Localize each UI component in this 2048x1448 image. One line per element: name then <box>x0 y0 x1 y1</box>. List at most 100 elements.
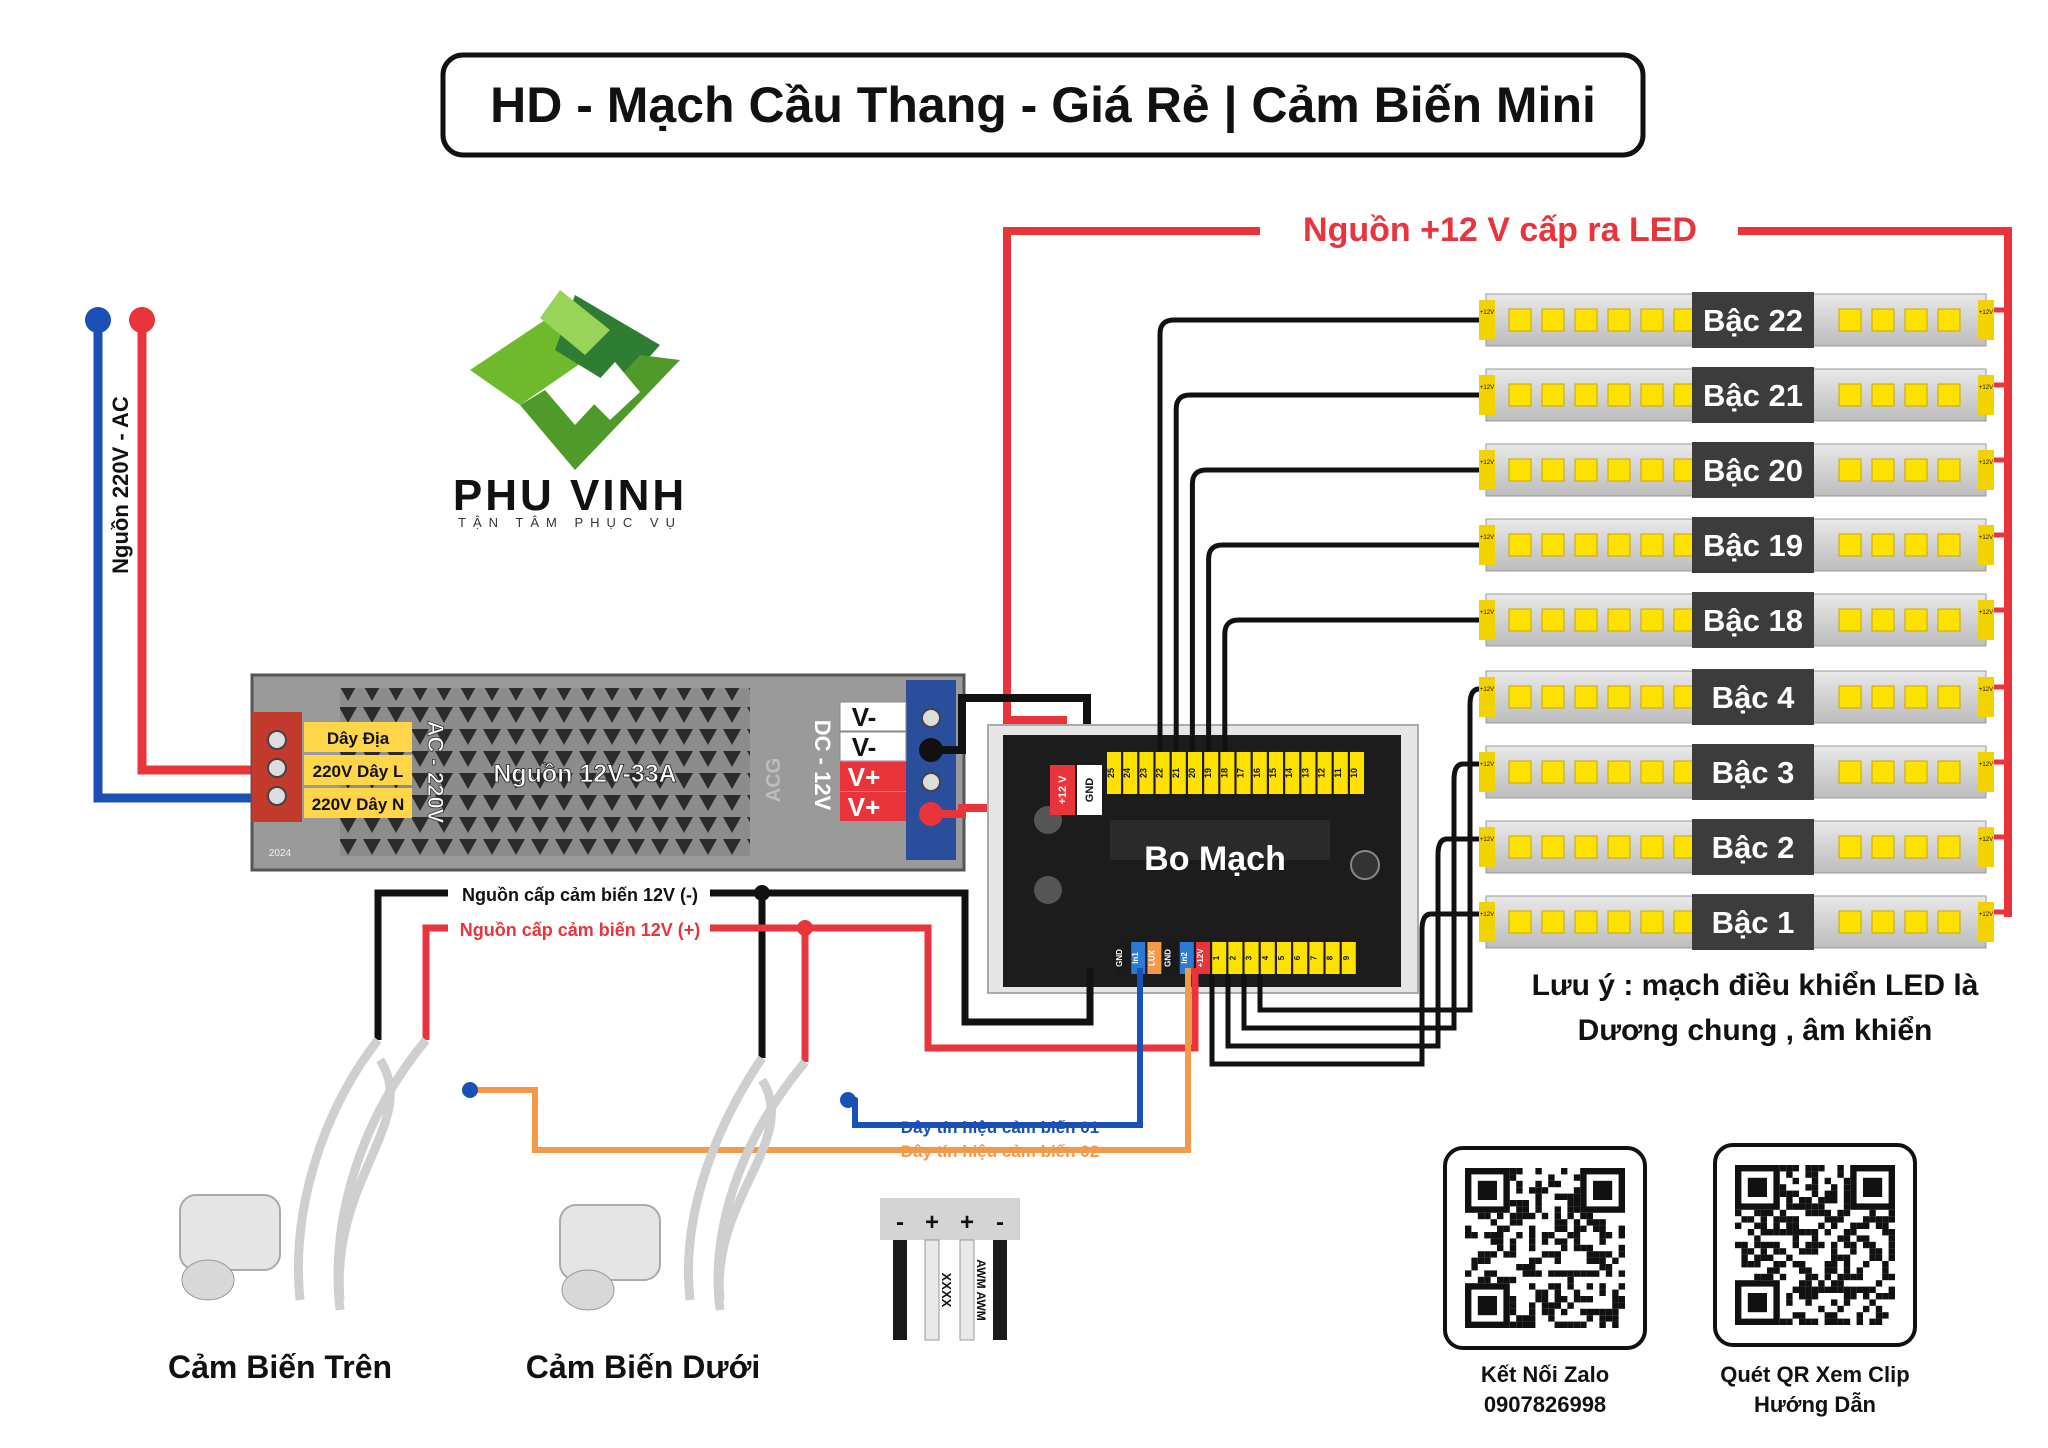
qr-module <box>1792 1286 1799 1293</box>
qr-module <box>1548 1315 1555 1322</box>
qr-module <box>1567 1200 1574 1207</box>
strip-pad-label: +12V <box>1480 535 1494 541</box>
qr-module <box>1786 1197 1793 1204</box>
board-top-pin <box>1123 752 1138 794</box>
qr-module <box>1818 1286 1825 1293</box>
board-bottom-pin <box>1293 942 1308 974</box>
qr-module <box>1735 1222 1742 1229</box>
led-chip <box>1508 308 1532 332</box>
qr-module <box>1786 1254 1793 1261</box>
qr-module <box>1843 1318 1851 1325</box>
qr-module <box>1567 1212 1574 1220</box>
led-chip <box>1871 458 1895 482</box>
qr-module <box>1573 1206 1581 1213</box>
qr-module <box>1561 1225 1568 1232</box>
step-label-bg <box>1692 669 1814 725</box>
qr-module <box>1779 1318 1787 1325</box>
board-top-pin <box>1155 752 1170 794</box>
qr-module <box>1792 1190 1799 1197</box>
qr-module <box>1586 1219 1593 1226</box>
qr-module <box>1824 1209 1831 1217</box>
qr-module <box>1863 1261 1870 1268</box>
qr-module <box>1580 1212 1587 1220</box>
qr-module <box>1509 1219 1517 1226</box>
psu-input-neutral <box>304 788 412 818</box>
board-bottom-pin <box>1212 942 1227 974</box>
led-chip <box>1871 910 1895 934</box>
qr-module <box>1516 1264 1523 1271</box>
psu-out-pos-2 <box>840 792 906 821</box>
qr-module <box>1554 1212 1561 1220</box>
qr-module <box>1856 1235 1863 1242</box>
qr-module <box>1843 1235 1851 1242</box>
qr-module <box>1465 1270 1472 1277</box>
step-control-wire <box>1189 467 1479 752</box>
qr-module <box>1580 1225 1587 1232</box>
qr-module <box>1535 1180 1542 1188</box>
qr-module <box>1850 1286 1857 1293</box>
qr-module <box>1567 1232 1574 1239</box>
sensor-power-neg-label: Nguồn cấp cảm biến 12V (-) <box>462 885 698 905</box>
qr-module <box>1850 1248 1857 1255</box>
board-top-pin <box>1188 752 1202 794</box>
led-chip <box>1574 608 1598 632</box>
qr-module <box>1824 1267 1831 1274</box>
strip-pad-label: +12V <box>1480 385 1494 391</box>
qr-module <box>1529 1321 1536 1328</box>
board-bottom-pin-label: GND <box>1115 949 1124 967</box>
led-chip <box>1607 308 1631 332</box>
qr-module <box>1612 1321 1619 1328</box>
led-chip <box>1871 608 1895 632</box>
qr-module <box>1760 1273 1767 1281</box>
qr-module <box>1573 1232 1581 1239</box>
led-chip <box>1574 308 1598 332</box>
qr-module <box>1548 1283 1555 1290</box>
psu-input-ground-label: Dây Địa <box>327 729 390 748</box>
qr-module <box>1580 1270 1587 1277</box>
qr-module <box>1554 1270 1561 1277</box>
qr-module <box>1831 1184 1838 1191</box>
qr-module <box>1605 1251 1613 1258</box>
qr-module <box>1554 1238 1561 1245</box>
psu-input-line <box>304 755 412 785</box>
qr-module <box>1760 1216 1767 1223</box>
psu-input-ground <box>304 722 412 752</box>
qr-module <box>1516 1200 1523 1207</box>
led-power-label: Nguồn +12 V cấp ra LED <box>1303 211 1697 249</box>
qr-module <box>1573 1219 1581 1226</box>
step-control-wire <box>1206 542 1479 752</box>
qr-module <box>1605 1315 1613 1322</box>
qr-module <box>1863 1286 1870 1293</box>
qr-module <box>1850 1229 1857 1236</box>
board-top-pin-label: 20 <box>1187 768 1197 778</box>
qr-module <box>1805 1267 1812 1274</box>
qr-module <box>1516 1232 1523 1239</box>
qr-module <box>1561 1270 1568 1277</box>
board-bottom-pin-label: 9 <box>1342 955 1351 960</box>
sensor-12v-wire <box>422 924 1199 1052</box>
qr-module <box>1573 1193 1581 1200</box>
led-chip <box>1838 308 1862 332</box>
qr-module <box>1522 1315 1529 1322</box>
qr-module <box>1561 1219 1568 1226</box>
qr-module <box>1843 1261 1851 1268</box>
qr-module <box>1516 1206 1523 1213</box>
qr-module <box>1509 1302 1517 1309</box>
qr-module <box>1837 1254 1844 1261</box>
qr-module <box>1843 1273 1851 1281</box>
board-bottom-pin-label: +12V <box>1196 948 1205 968</box>
psu-12v-node <box>919 802 943 826</box>
strip-pad-label: +12V <box>1480 610 1494 616</box>
led-chip <box>1607 685 1631 709</box>
qr-module <box>1561 1296 1568 1303</box>
board-bottom-pin <box>1163 942 1178 974</box>
qr-module <box>1747 1229 1755 1236</box>
qr-module <box>1618 1270 1625 1277</box>
strip-pad-label: +12V <box>1979 310 1993 316</box>
qr-module <box>1882 1273 1889 1281</box>
board-top-pin <box>1317 752 1332 794</box>
led-chip <box>1871 308 1895 332</box>
qr-module <box>1554 1321 1561 1328</box>
qr-module <box>1843 1241 1851 1249</box>
qr-module <box>1529 1225 1536 1232</box>
